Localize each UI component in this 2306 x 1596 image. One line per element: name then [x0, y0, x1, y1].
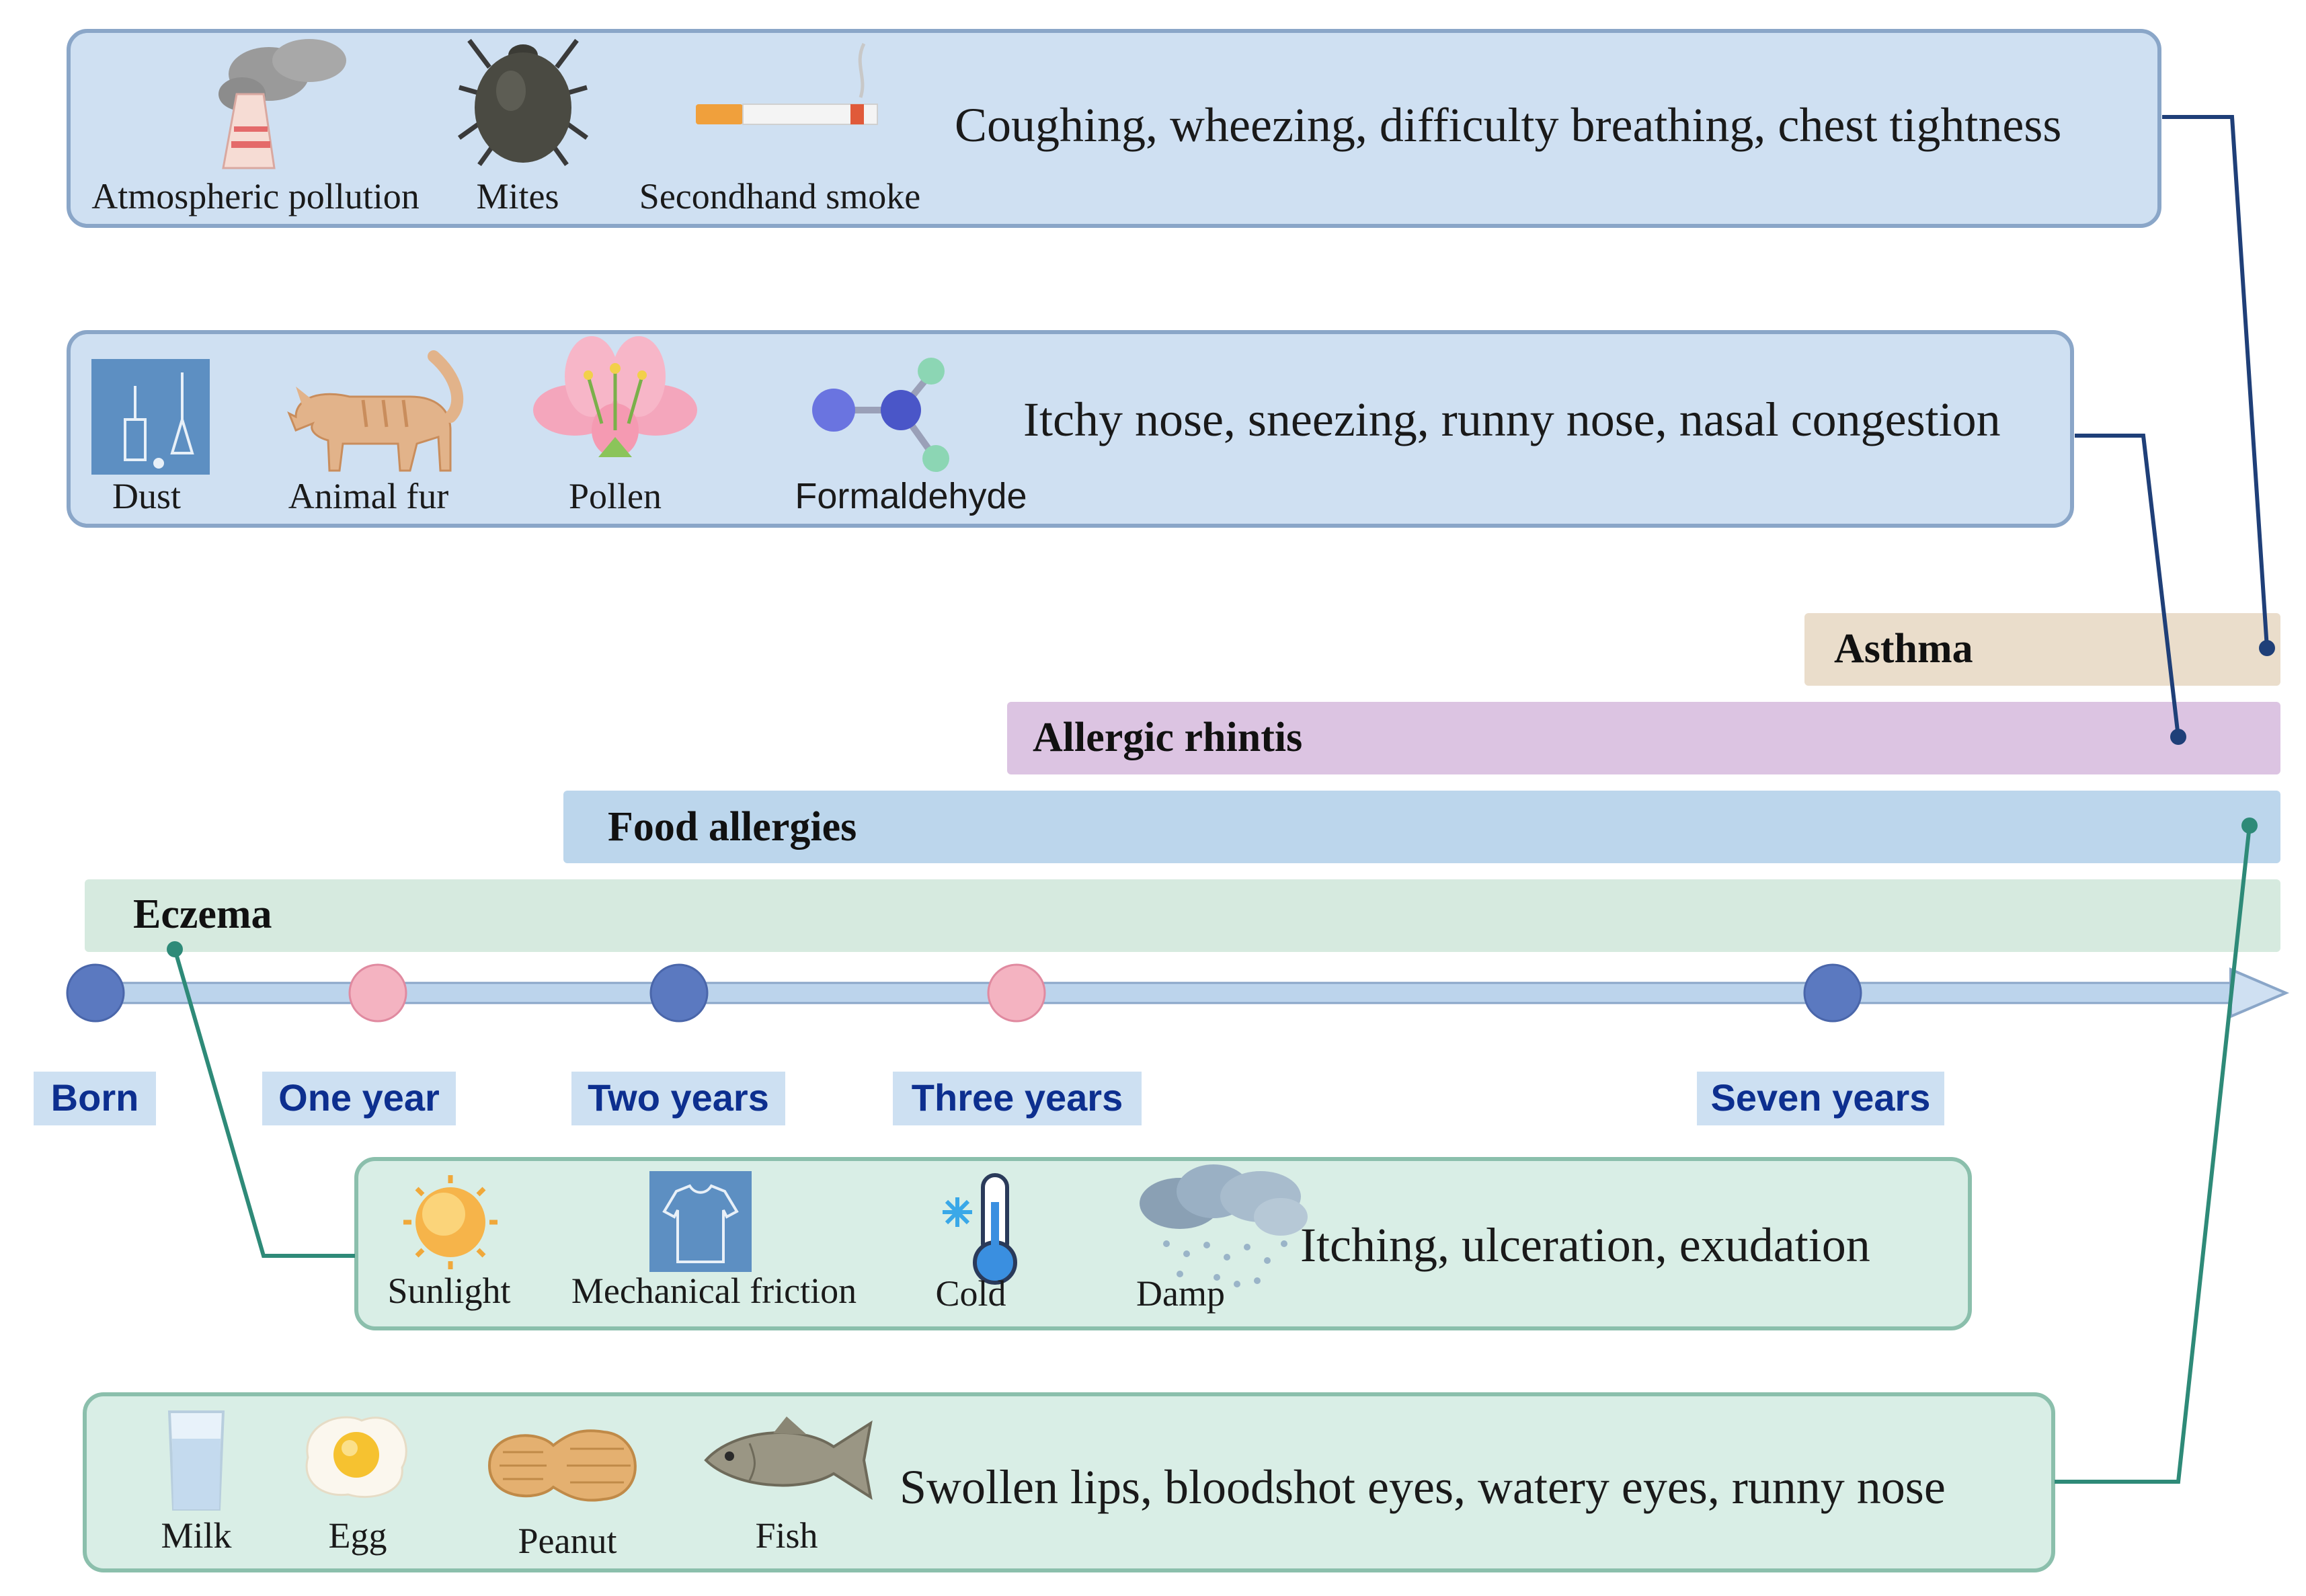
food-stage-label: Food allergies	[608, 804, 857, 850]
molecule-icon	[812, 358, 949, 472]
trigger-label-cold: Cold	[935, 1273, 1006, 1314]
timeline-node-two-years	[649, 963, 709, 1023]
trigger-label-egg: Egg	[329, 1515, 387, 1556]
age-label-one-year: One year	[278, 1076, 440, 1119]
rhinitis-connector	[2075, 434, 2180, 737]
trigger-label-animal-fur: Animal fur	[288, 476, 448, 516]
trigger-label-mechanical-friction: Mechanical friction	[571, 1271, 857, 1311]
trigger-label-dust: Dust	[112, 476, 181, 516]
rhinitis-symptoms: Itchy nose, sneezing, runny nose, nasal …	[1023, 393, 2001, 446]
dust-icon	[91, 359, 210, 475]
timeline-axis	[93, 982, 2240, 1004]
mite-icon	[457, 38, 589, 167]
age-label-bg-two-years	[571, 1072, 785, 1125]
thermometer-snowflake-icon	[943, 1173, 1017, 1285]
food-symptoms: Swollen lips, bloodshot eyes, watery eye…	[900, 1460, 1946, 1514]
rain-cloud-icon	[1140, 1164, 1308, 1287]
age-timeline: Born One year Two years Three years Seve…	[34, 963, 2290, 1125]
cigarette-icon	[696, 42, 878, 125]
cat-icon	[287, 350, 464, 472]
timeline-node-born	[66, 963, 125, 1023]
rhinitis-connector-dot	[2170, 729, 2186, 745]
food-connector-dot	[2241, 817, 2258, 834]
timeline-arrow-head	[2229, 967, 2290, 1019]
peanut-icon	[487, 1429, 637, 1502]
asthma-connector	[2162, 115, 2269, 649]
shirt-icon	[649, 1171, 752, 1272]
age-label-bg-one-year	[262, 1072, 456, 1125]
timeline-node-three-years	[987, 963, 1046, 1023]
timeline-node-one-year	[348, 963, 407, 1023]
asthma-stage-label: Asthma	[1834, 626, 1973, 672]
rhinitis-stage-bar	[1007, 702, 2280, 774]
fish-icon	[704, 1417, 873, 1501]
disease-stage-bars: Asthma Allergic rhintis Food allergies E…	[85, 613, 2280, 952]
age-label-born: Born	[51, 1076, 139, 1119]
asthma-stage-bar	[1804, 613, 2280, 686]
food-trigger-panel: Milk Egg Peanut Fish Swollen lips, blood…	[83, 1392, 2055, 1572]
asthma-symptoms: Coughing, wheezing, difficulty breathing…	[955, 98, 2061, 152]
rhinitis-stage-label: Allergic rhintis	[1033, 715, 1302, 760]
trigger-label-pollen: Pollen	[569, 476, 662, 516]
age-label-bg-three-years	[893, 1072, 1142, 1125]
asthma-connector-dot	[2259, 640, 2275, 656]
age-label-bg-seven-years	[1697, 1072, 1944, 1125]
trigger-label-fish: Fish	[755, 1515, 818, 1556]
eczema-connector-dot	[167, 941, 183, 957]
asthma-trigger-panel: Atmospheric pollution Mites Secondhand s…	[67, 29, 2161, 228]
eczema-symptoms: Itching, ulceration, exudation	[1300, 1218, 1870, 1272]
fried-egg-icon	[305, 1416, 407, 1499]
trigger-label-peanut: Peanut	[518, 1521, 617, 1561]
flower-icon	[533, 336, 697, 457]
trigger-label-mites: Mites	[476, 176, 559, 216]
eczema-connector	[173, 949, 355, 1258]
rhinitis-trigger-panel: Dust Animal fur Pollen Formaldehyde Itch…	[67, 330, 2074, 528]
age-label-bg-born	[34, 1072, 156, 1125]
connector-lines	[167, 115, 2275, 1484]
food-stage-bar	[563, 791, 2280, 863]
trigger-label-atmospheric-pollution: Atmospheric pollution	[91, 176, 419, 216]
trigger-label-sunlight: Sunlight	[387, 1271, 510, 1311]
age-label-two-years: Two years	[588, 1076, 769, 1119]
age-label-seven-years: Seven years	[1711, 1076, 1931, 1119]
factory-pollution-icon	[218, 39, 346, 169]
trigger-label-damp: Damp	[1136, 1273, 1225, 1314]
trigger-label-secondhand-smoke: Secondhand smoke	[639, 176, 920, 216]
milk-glass-icon	[167, 1410, 225, 1511]
trigger-label-formaldehyde: Formaldehyde	[795, 476, 1027, 516]
food-connector	[2055, 825, 2252, 1484]
sun-icon	[403, 1175, 498, 1269]
eczema-trigger-panel: Sunlight Mechanical friction Cold Damp I…	[354, 1157, 1972, 1330]
eczema-stage-label: Eczema	[133, 891, 272, 937]
age-label-three-years: Three years	[912, 1076, 1123, 1119]
asthma-panel-box	[67, 29, 2161, 228]
timeline-node-seven-years	[1803, 963, 1862, 1023]
eczema-stage-bar	[85, 879, 2280, 952]
trigger-label-milk: Milk	[161, 1515, 231, 1556]
